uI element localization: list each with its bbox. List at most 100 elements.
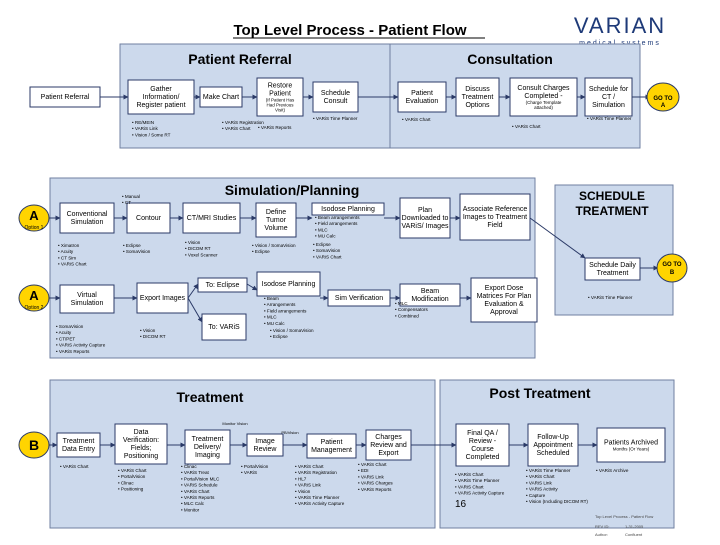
box-to-eclipse[interactable]: To: Eclipse <box>197 277 248 293</box>
svg-text:Top Level Process - Patient Fl: Top Level Process - Patient Flow <box>595 514 653 519</box>
box-label: Review and <box>370 442 407 449</box>
note-item: • VARiS Reports <box>358 487 392 492</box>
notes-sim-verif: • Vision / SomaVision• Eclipse <box>270 328 314 339</box>
box-label: Field <box>487 222 502 229</box>
oval-b[interactable]: B <box>18 431 50 459</box>
svg-text:B: B <box>29 437 39 453</box>
section-patient-referral: Patient Referral <box>188 51 291 67</box>
notes-follow-up: • VARiS Time Planner• VARiS Chart• VARiS… <box>526 468 588 504</box>
box-frame <box>136 282 189 314</box>
box-frame <box>255 202 297 238</box>
box-isodose-planning-1[interactable]: Isodose Planning <box>311 202 385 216</box>
box-to-varis[interactable]: To: VARiS <box>201 313 247 341</box>
notes-gather: • RE/MEIN• VARiS Link• Vision / Some RT <box>132 120 171 137</box>
box-label: Treatment <box>462 94 494 101</box>
box-note: (If Patient Has <box>266 98 295 103</box>
box-label: Data <box>134 429 149 436</box>
oval-goto-a[interactable]: GO TO A <box>646 82 680 112</box>
note-item: • VARiS Activity Capture <box>295 501 345 506</box>
svg-text:1-31-2005: 1-31-2005 <box>625 524 644 529</box>
box-frame <box>311 202 385 216</box>
note-item: • Acuity <box>58 249 74 254</box>
box-frame <box>256 271 321 297</box>
note-item: • VARiS <box>241 470 257 475</box>
box-label: Simulation <box>71 300 104 307</box>
note-item: • VARiS Archive <box>596 468 629 473</box>
note-item: • Clinac <box>118 480 134 485</box>
box-label: Treatment <box>597 270 629 277</box>
box-make-chart[interactable]: Make Chart <box>199 86 243 108</box>
box-patient-referral[interactable]: Patient Referral <box>29 86 101 108</box>
box-label: Modification <box>411 296 448 303</box>
box-sim-verification[interactable]: Sim Verification <box>327 289 391 307</box>
note-item: • HL7 <box>295 476 307 481</box>
box-label: Register patient <box>136 102 185 109</box>
box-label: Final QA / <box>467 430 498 437</box>
box-export-images[interactable]: Export Images <box>136 282 189 314</box>
box-ct-mri[interactable]: CT/MRI Studies <box>182 202 241 234</box>
notes-treat-deliv: • Clinac• VARiS Treat• PortalVision MLC•… <box>181 464 220 512</box>
notes-evaluation: • VARiS Chart <box>402 117 431 122</box>
oval-a-option-1[interactable]: A Option 1 <box>18 204 50 232</box>
notes-image-rev: • PortalVision• VARiS <box>241 464 269 475</box>
notes-plan-down: • Eclipse• SomaVision• VARiS Chart <box>313 242 342 259</box>
note-item: • VARiS Chart <box>313 254 342 259</box>
box-frame <box>256 77 304 117</box>
note-item: • MU Calc <box>315 234 336 239</box>
section-schedule-treatment-2: TREATMENT <box>575 204 649 218</box>
oval-goto-b[interactable]: GO TO B <box>656 253 688 283</box>
box-isodose-planning-2[interactable]: Isodose Planning <box>256 271 321 297</box>
note-item: • VARiS Time Planner <box>313 116 358 121</box>
box-contour[interactable]: Contour <box>126 202 171 234</box>
note-item: • Manual <box>122 194 140 199</box>
box-frame <box>459 193 531 241</box>
notes-restore: • VARiS Registration• VARiS Chart <box>222 120 264 131</box>
note-item: • Eclipse <box>252 249 270 254</box>
box-frame <box>312 81 359 113</box>
box-frame <box>201 313 247 341</box>
note-item: • VARiS Reports <box>181 495 215 500</box>
box-label: Consult Charges <box>517 85 570 92</box>
box-frame <box>584 257 641 281</box>
box-label: Course <box>471 446 494 453</box>
box-label: Review - <box>469 438 497 445</box>
note-item: • VARiS Activity <box>526 487 558 492</box>
box-label: Options <box>465 102 490 109</box>
oval-a-option-2[interactable]: A Option 2 <box>18 284 50 312</box>
box-label: Contour <box>136 215 162 222</box>
box-frame <box>126 202 171 234</box>
note-item: • MLC Calc <box>181 501 205 506</box>
note-item: • VARiS Link <box>295 483 321 488</box>
section-schedule-treatment-1: SCHEDULE <box>579 189 645 203</box>
note-item: • Compensators <box>395 307 428 312</box>
box-frame <box>29 86 101 108</box>
box-frame <box>527 423 579 467</box>
box-label: Positioning <box>124 453 158 460</box>
notes-beam-mod: • MLC• Compensators• Combined <box>395 301 428 318</box>
